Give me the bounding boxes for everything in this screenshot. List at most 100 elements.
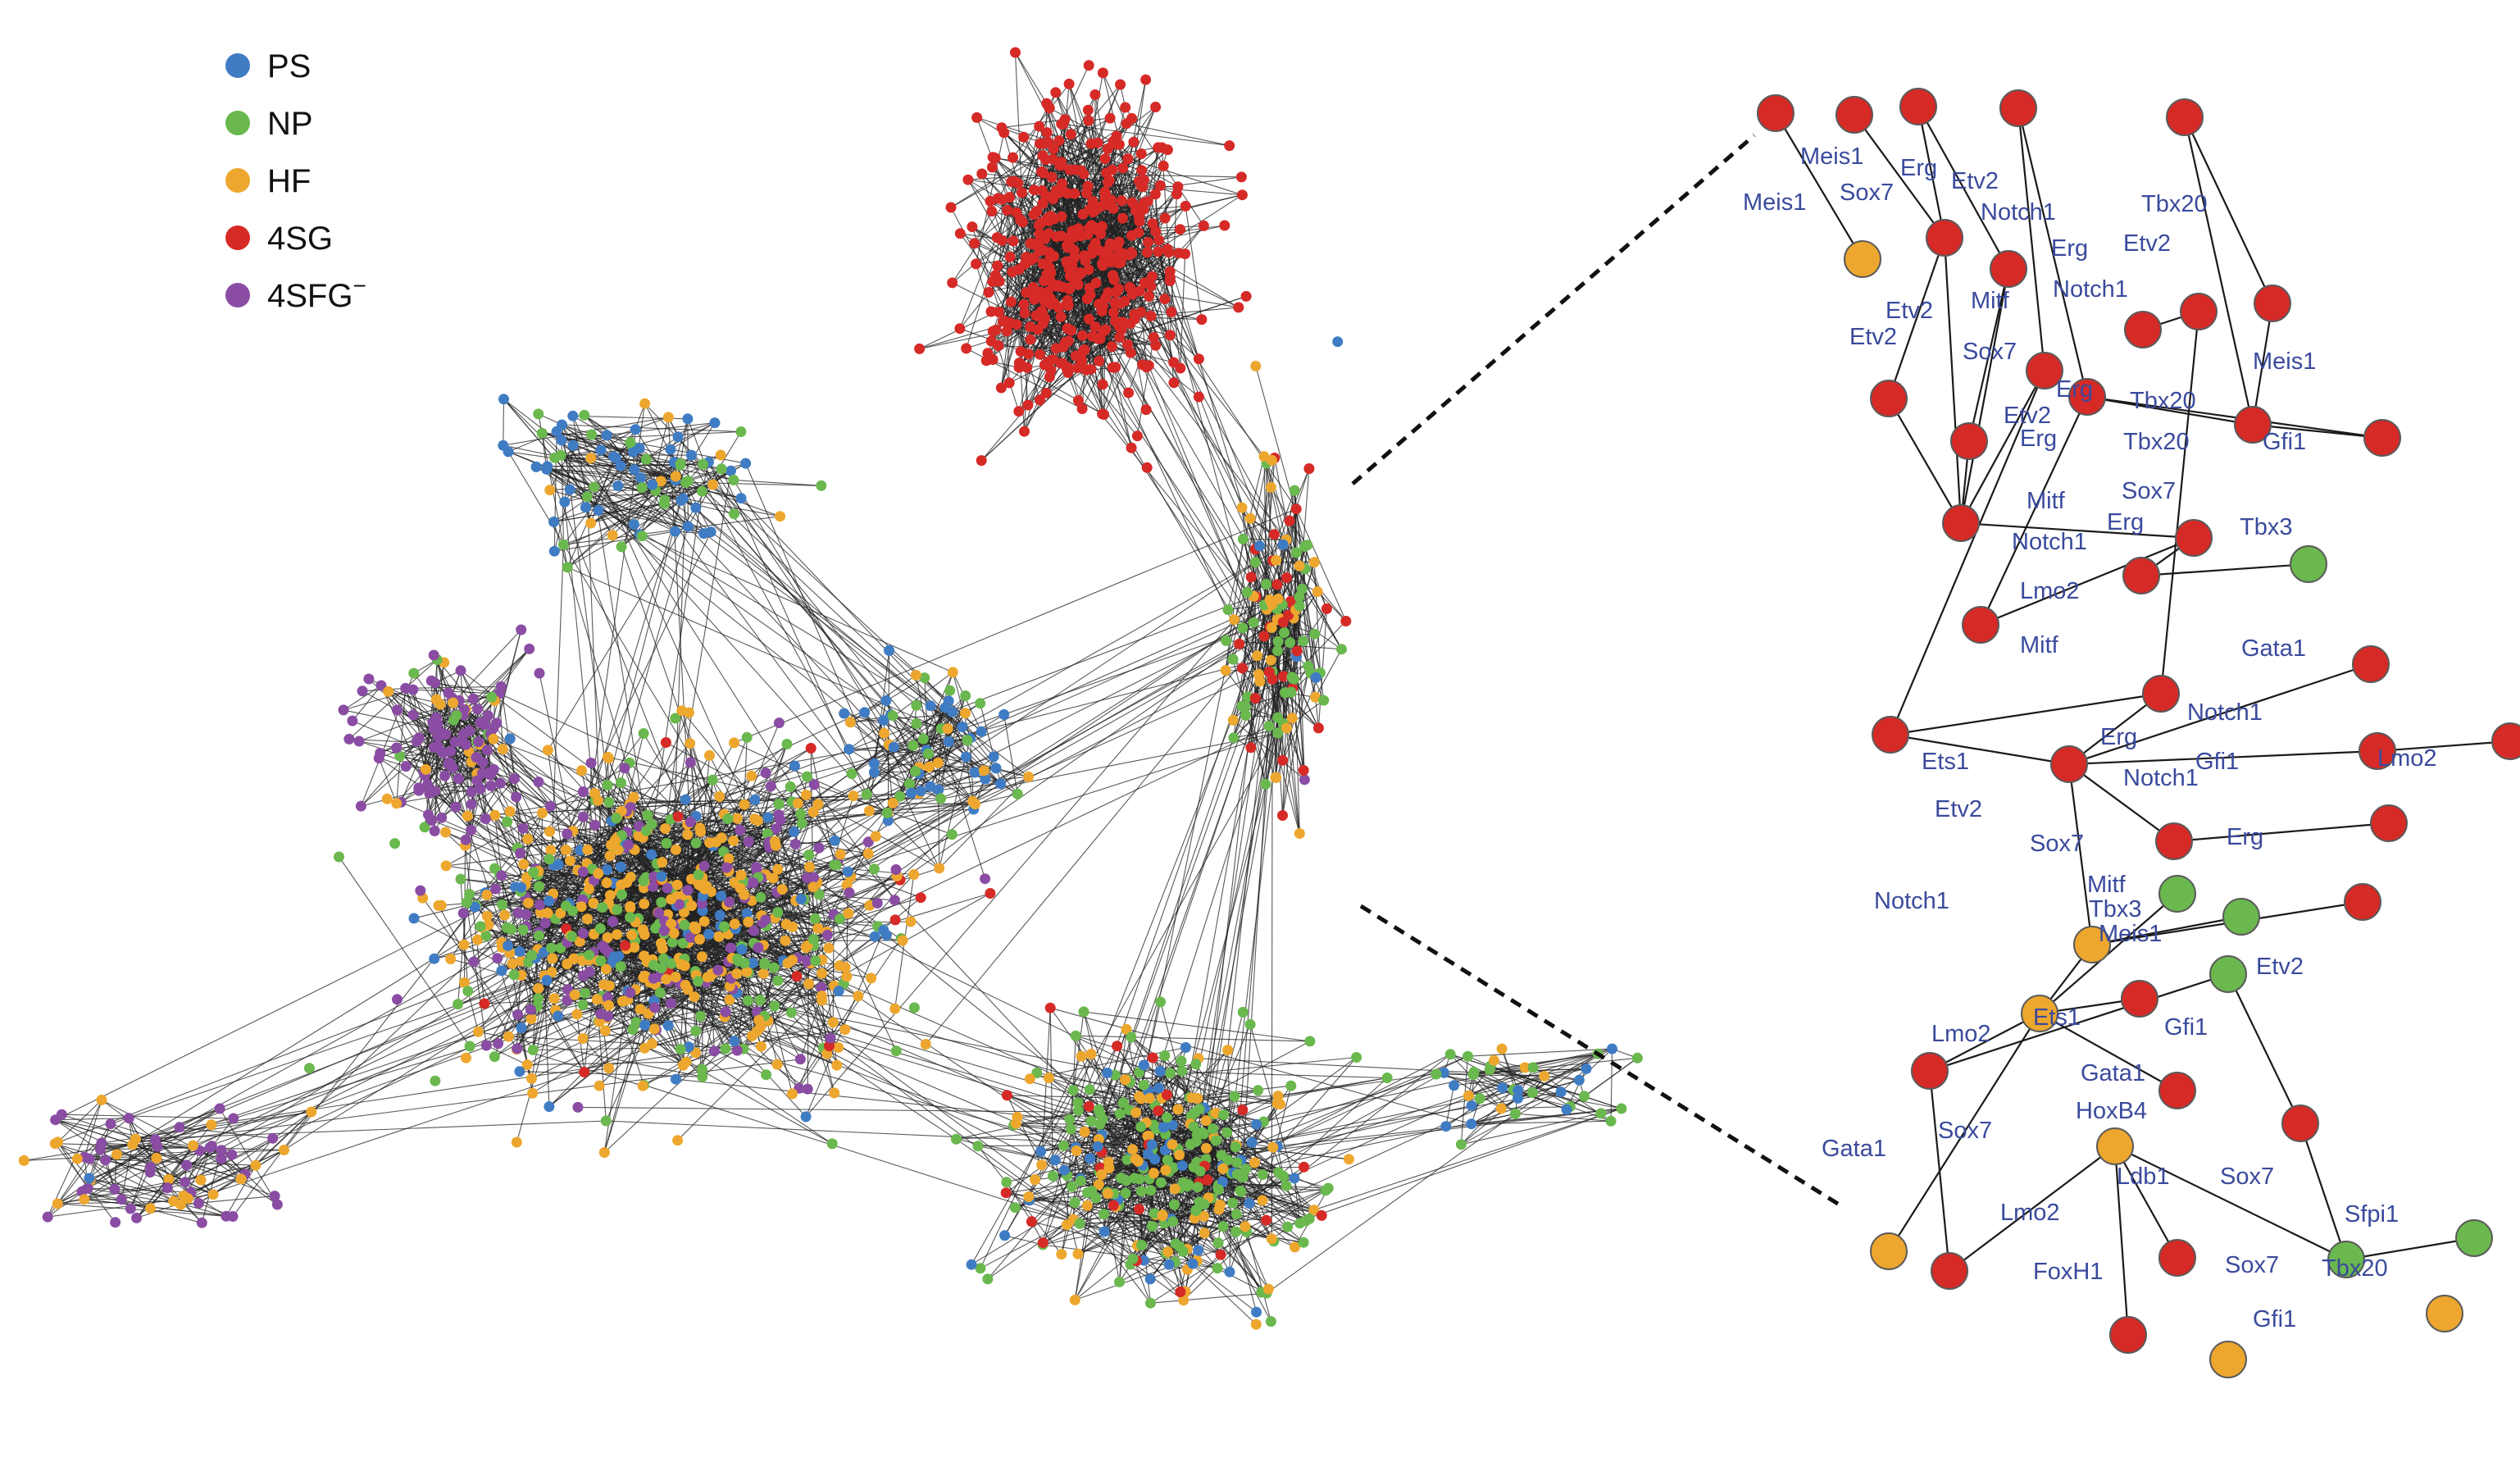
overview-edge [683, 498, 917, 706]
overview-node [812, 799, 824, 810]
overview-node [1134, 216, 1145, 227]
overview-node [493, 1038, 504, 1050]
overview-node [839, 1024, 851, 1036]
overview-edge [1490, 1053, 1599, 1071]
overview-node [544, 826, 555, 837]
overview-edge [448, 693, 500, 763]
overview-node [962, 174, 974, 185]
overview-node [795, 808, 807, 820]
overview-node [661, 973, 672, 985]
overview-edge [920, 707, 946, 791]
overview-node [772, 863, 784, 875]
overview-node [802, 872, 812, 884]
overview-node [1032, 324, 1044, 335]
overview-node [714, 909, 726, 921]
overview-node [839, 962, 851, 973]
overview-node [468, 956, 480, 968]
overview-node [675, 1044, 686, 1054]
overview-node [780, 935, 791, 946]
overview-node [1083, 115, 1094, 126]
overview-edge [952, 672, 982, 732]
overview-node [802, 955, 813, 967]
overview-node [1309, 628, 1321, 640]
overview-edge [1162, 1095, 1279, 1099]
overview-node [1154, 180, 1166, 191]
overview-node [889, 895, 900, 906]
overview-node [1076, 330, 1088, 341]
overview-node [813, 842, 825, 854]
overview-node [1019, 307, 1030, 319]
overview-node [526, 1073, 537, 1084]
overview-node [805, 743, 816, 754]
overview-node [1081, 188, 1092, 198]
overview-edge [635, 940, 738, 959]
overview-node [1294, 591, 1305, 603]
overview-edge [675, 1050, 738, 1080]
overview-node [1129, 308, 1140, 320]
overview-node [504, 806, 516, 818]
overview-edge [925, 619, 1278, 1045]
overview-edge [188, 1173, 245, 1200]
overview-node [1045, 211, 1057, 221]
overview-edge [61, 1114, 234, 1119]
overview-node [635, 1004, 646, 1015]
overview-node [1086, 220, 1097, 231]
overview-node [499, 909, 511, 921]
overview-edge [57, 1123, 111, 1205]
overview-node [514, 945, 525, 957]
overview-node [415, 885, 426, 896]
overview-node [752, 815, 763, 827]
overview-node [697, 1071, 708, 1082]
overview-node [615, 861, 626, 872]
overview-node [1037, 198, 1048, 209]
overview-node [1124, 249, 1135, 261]
overview-edge [956, 1138, 1056, 1161]
overview-edge [621, 966, 822, 997]
overview-edge [721, 468, 867, 795]
overview-node [650, 922, 662, 934]
overview-node [1290, 547, 1302, 558]
overview-node [1083, 60, 1094, 71]
overview-node [1308, 557, 1320, 568]
overview-node [690, 922, 702, 933]
overview-node [914, 343, 926, 354]
overview-node [1150, 339, 1162, 351]
overview-edge [539, 813, 544, 913]
overview-node [503, 940, 514, 951]
overview-node [813, 889, 825, 900]
overview-node [1025, 238, 1036, 249]
overview-node [1039, 296, 1050, 307]
overview-node [609, 835, 621, 846]
overview-node [535, 907, 546, 918]
overview-node [1143, 236, 1153, 248]
overview-node [577, 999, 589, 1010]
overview-node [729, 737, 739, 749]
overview-node [1008, 235, 1019, 247]
overview-node [1097, 67, 1108, 79]
overview-node [1250, 361, 1262, 371]
overview-node [625, 987, 636, 999]
overview-node [612, 904, 623, 915]
overview-edge [431, 820, 521, 854]
overview-node [514, 1066, 525, 1077]
overview-node [1078, 250, 1089, 262]
overview-edge [1101, 632, 1285, 1153]
overview-node [755, 891, 766, 903]
overview-node [572, 1101, 584, 1113]
overview-node [429, 953, 440, 964]
overview-node [1263, 667, 1275, 678]
overview-node [569, 989, 580, 1000]
overview-node [1107, 362, 1118, 373]
overview-node [1107, 164, 1118, 175]
overview-node [464, 889, 475, 900]
overview-node [1080, 364, 1092, 376]
overview-edge [1313, 1108, 1622, 1211]
overview-node [544, 854, 555, 865]
overview-node [1111, 287, 1122, 298]
overview-node [533, 983, 544, 994]
overview-edge [728, 642, 1290, 935]
overview-node [946, 829, 958, 840]
overview-edge [485, 790, 921, 894]
overview-node [1144, 291, 1155, 302]
overview-node [1277, 810, 1288, 821]
